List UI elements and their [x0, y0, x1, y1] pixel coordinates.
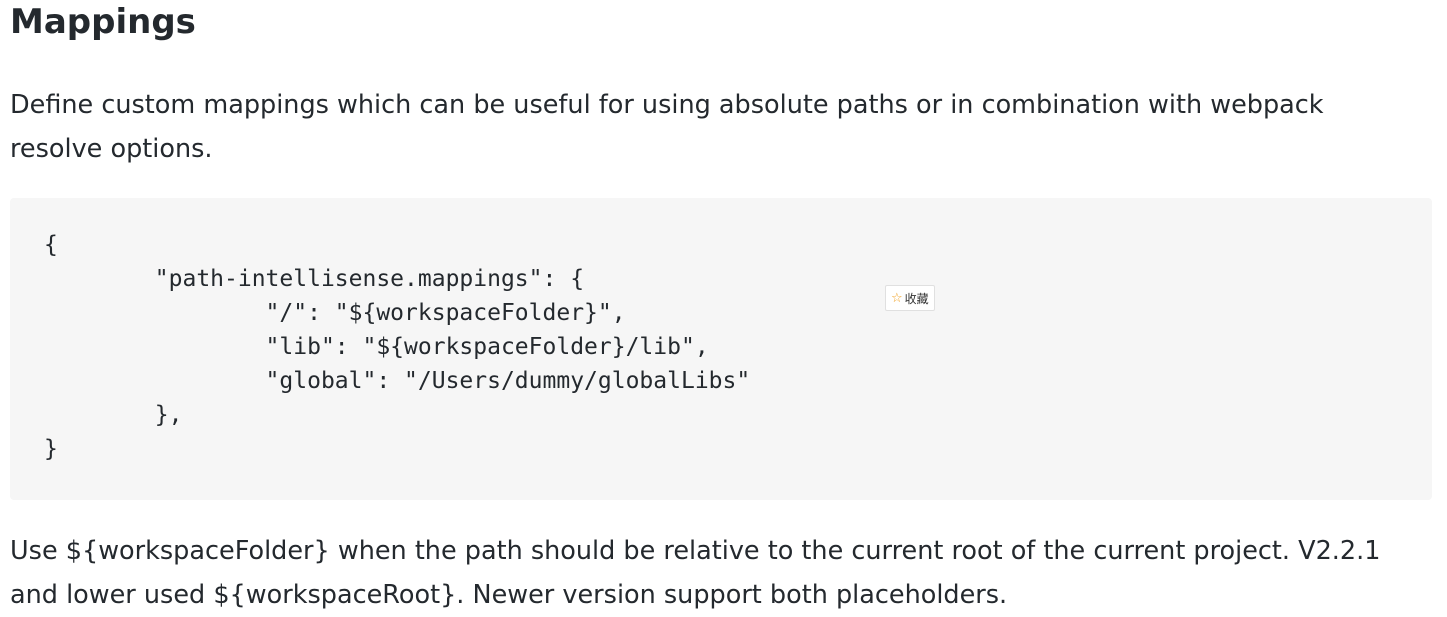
star-icon: ☆	[891, 290, 903, 306]
code-line: {	[44, 232, 58, 258]
code-block: { "path-intellisense.mappings": { "/": "…	[10, 198, 1432, 500]
outro-paragraph: Use ${workspaceFolder} when the path sho…	[10, 536, 1381, 610]
code-content: { "path-intellisense.mappings": { "/": "…	[44, 228, 750, 466]
favorite-button[interactable]: ☆ 收藏	[885, 285, 935, 311]
code-line: },	[44, 402, 183, 428]
code-line: "/": "${workspaceFolder}",	[44, 300, 626, 326]
favorite-label: 收藏	[904, 291, 929, 306]
code-line: "lib": "${workspaceFolder}/lib",	[44, 334, 709, 360]
code-line: }	[44, 436, 58, 462]
code-line: "global": "/Users/dummy/globalLibs"	[44, 368, 751, 394]
code-line: "path-intellisense.mappings": {	[44, 266, 585, 292]
section-heading: Mappings	[10, 2, 196, 42]
intro-paragraph: Define custom mappings which can be usef…	[10, 90, 1324, 164]
